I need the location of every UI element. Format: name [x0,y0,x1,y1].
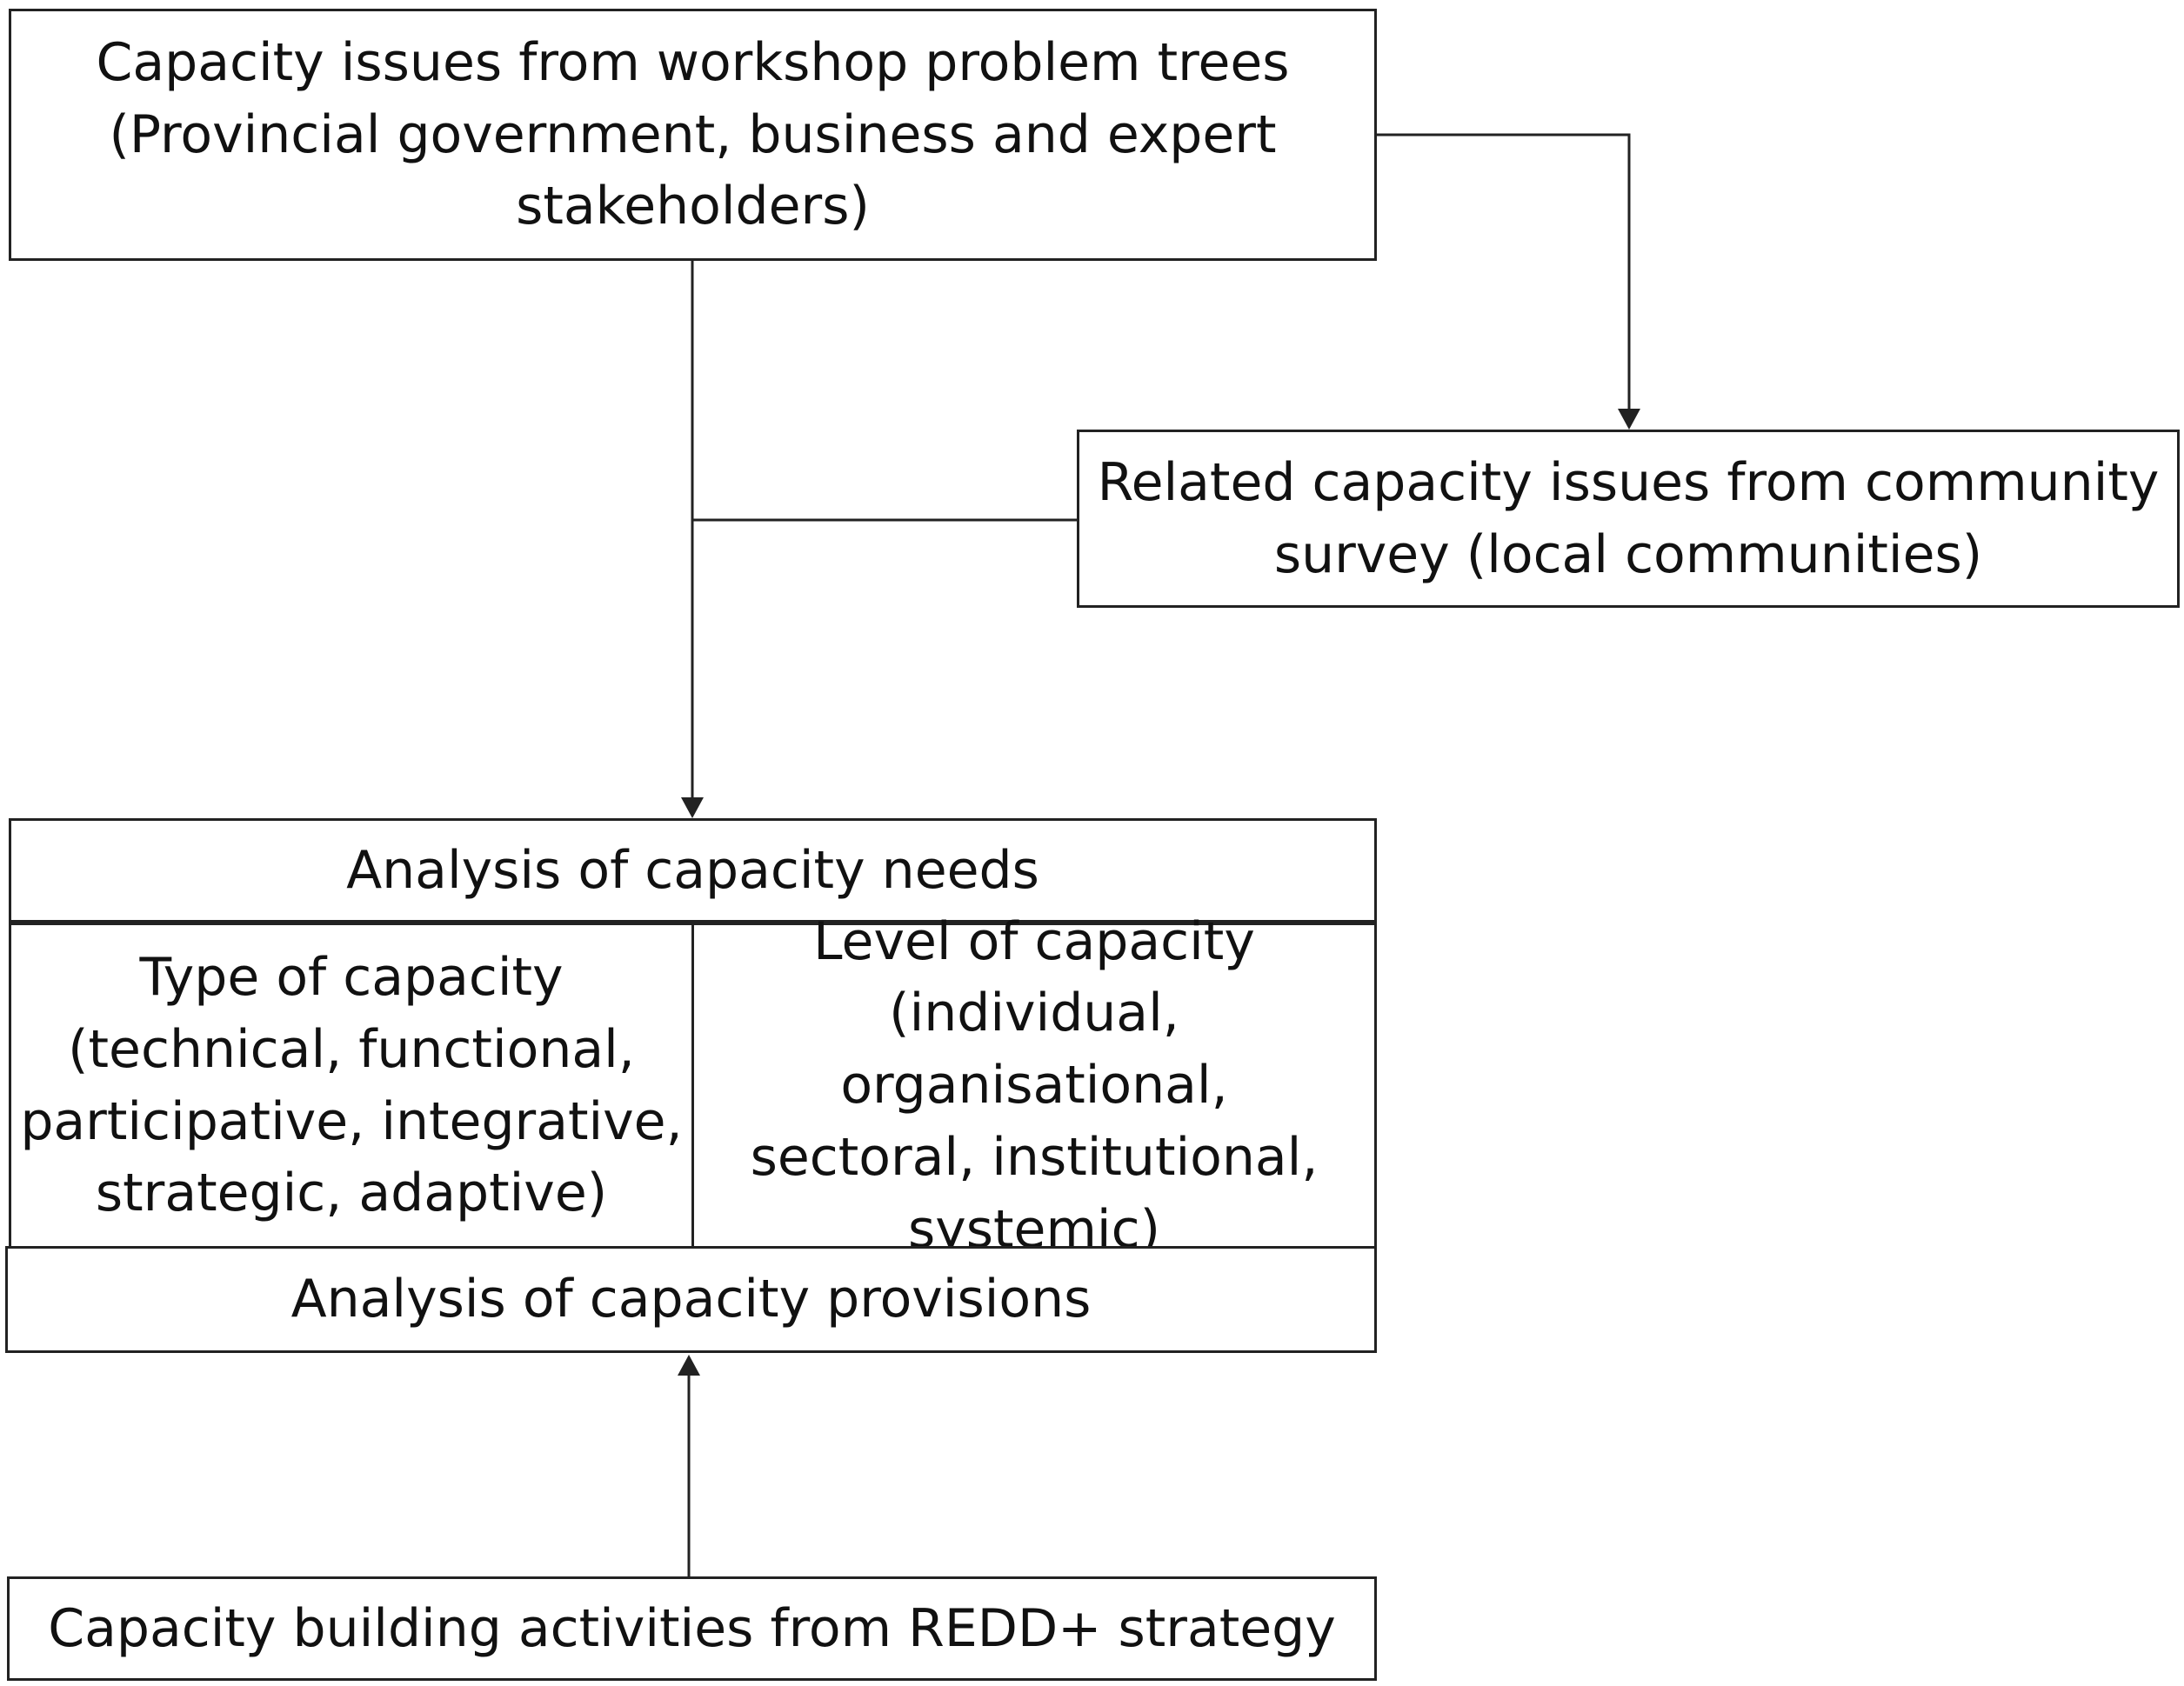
type-line-2: (technical, functional, [68,1018,635,1080]
edge-workshop-to-community [1377,133,1631,416]
type-line-4: strategic, adaptive) [95,1163,608,1224]
analysis-provisions-box: Analysis of capacity provisions [5,1246,1377,1353]
workshop-line-1: Capacity issues from workshop problem tr… [96,31,1290,93]
type-line-3: participative, integrative, [20,1090,683,1152]
type-of-capacity-cell: Type of capacity (technical, functional,… [11,925,691,1246]
analysis-needs-label: Analysis of capacity needs [346,839,1039,901]
redd-strategy-label: Capacity building activities from REDD+ … [48,1597,1336,1659]
community-survey-box: Related capacity issues from community s… [1077,430,2180,608]
analysis-needs-divider [9,920,1377,925]
arrowhead-analysis-provisions [678,1355,700,1376]
level-of-capacity-cell: Level of capacity (individual, organisat… [694,911,1374,1260]
level-line-1: Level of capacity [813,910,1255,972]
community-line-1: Related capacity issues from community [1097,451,2160,513]
type-line-1: Type of capacity [139,946,564,1008]
analysis-needs-title: Analysis of capacity needs [9,821,1377,920]
workshop-line-3: stakeholders) [516,176,870,237]
level-line-3: sectoral, institutional, [750,1126,1319,1188]
arrowhead-community [1618,409,1640,430]
redd-strategy-box: Capacity building activities from REDD+ … [7,1576,1377,1681]
level-line-2: (individual, organisational, [840,983,1228,1116]
community-line-2: survey (local communities) [1273,523,1983,585]
arrowhead-analysis-needs [681,797,704,818]
workshop-problem-trees-box: Capacity issues from workshop problem tr… [9,9,1377,261]
workshop-line-2: (Provincial government, business and exp… [109,103,1277,165]
analysis-provisions-label: Analysis of capacity provisions [291,1269,1092,1330]
analysis-column-divider [691,925,694,1249]
